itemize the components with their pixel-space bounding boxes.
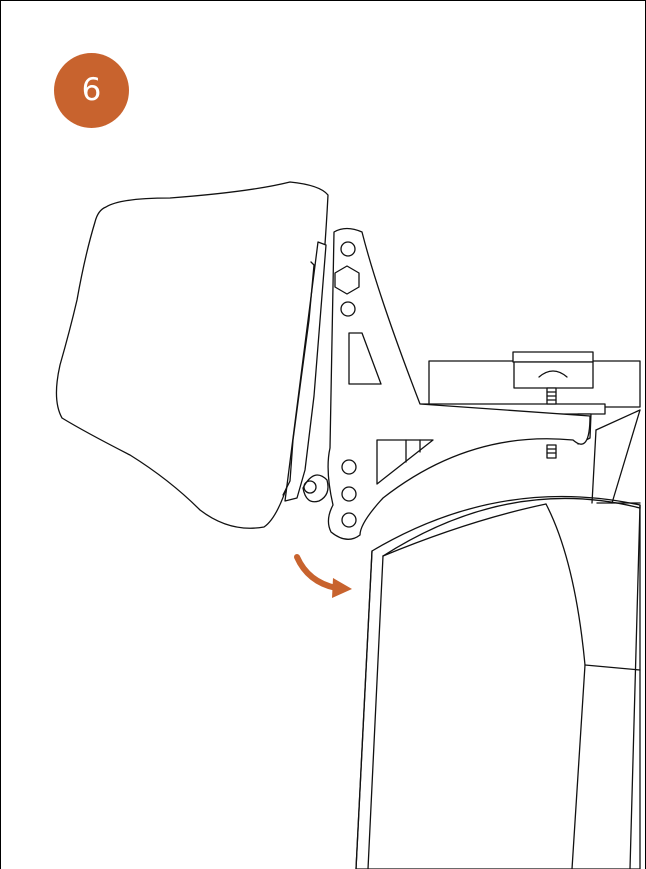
step-number: 6: [81, 72, 102, 108]
step-badge: 6: [54, 53, 129, 128]
base-column: [355, 495, 641, 869]
top-bolt: [512, 351, 594, 459]
bracket-plate: [327, 227, 591, 540]
cushion-pad: [55, 181, 329, 529]
curved-arrow-icon: [294, 554, 352, 598]
